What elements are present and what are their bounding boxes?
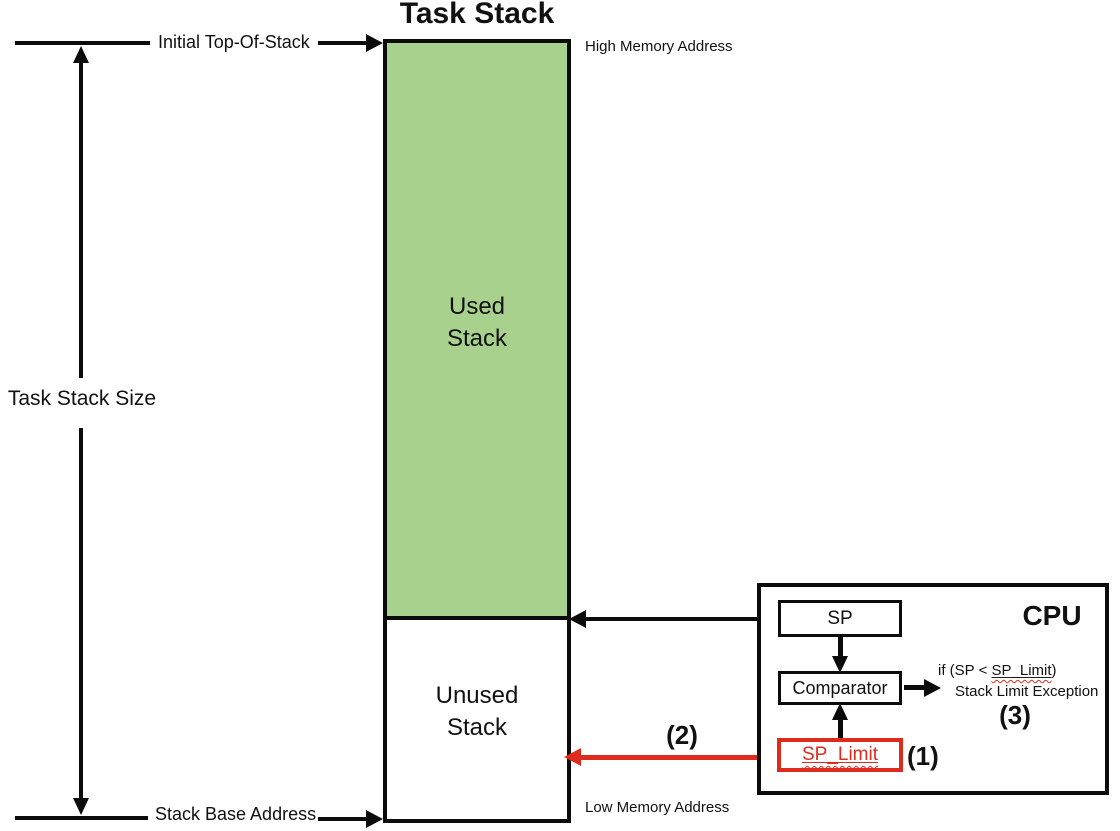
unused-stack-label: Unused Stack (435, 682, 519, 741)
sp-register-label: SP (827, 607, 853, 629)
initial-top-arrow-line (318, 41, 368, 45)
used-stack-label: Used Stack (446, 293, 508, 352)
sp-limit-register-box: SP_Limit (777, 738, 903, 772)
sp-arrow-line (584, 617, 778, 621)
size-arrowhead-down-icon (73, 798, 89, 815)
sp-to-comparator-line (838, 637, 843, 659)
initial-top-arrowhead-icon (366, 34, 383, 52)
low-memory-address-label: Low Memory Address (585, 799, 730, 816)
condition-prefix: if (SP < (938, 662, 992, 679)
used-stack-region: Used Stack (387, 43, 567, 620)
step1-label: (1) (907, 741, 939, 771)
stack-base-arrow-line (318, 817, 368, 821)
stack-base-address-label: Stack Base Address (155, 804, 317, 824)
stack-limit-exception-label: Stack Limit Exception (955, 683, 1099, 700)
size-line-lower (79, 428, 83, 800)
comparator-output-line (904, 685, 926, 690)
condition-suffix: ) (1051, 662, 1057, 679)
step3-label: (3) (999, 700, 1031, 730)
sp-limit-arrowhead-icon (564, 748, 581, 766)
task-stack-rectangle: Used Stack Unused Stack (383, 39, 571, 823)
comparator-label: Comparator (792, 677, 888, 698)
bottom-tick-line (15, 816, 148, 820)
splimit-to-comparator-line (838, 717, 843, 738)
task-stack-size-label: Task Stack Size (7, 387, 157, 410)
splimit-to-comparator-arrowhead-icon (832, 703, 848, 720)
sp-arrowhead-icon (569, 610, 586, 628)
top-tick-line (15, 41, 150, 45)
step2-label: (2) (666, 720, 698, 750)
sp-limit-arrow-line (579, 755, 777, 760)
sp-limit-register-label: SP_Limit (801, 744, 879, 765)
unused-stack-region: Unused Stack (387, 620, 567, 819)
limit-condition-text: if (SP < SP_Limit) (938, 661, 1057, 681)
stack-base-arrowhead-icon (366, 810, 383, 828)
size-line-upper (79, 60, 83, 378)
diagram-title: Task Stack (399, 0, 555, 30)
sp-to-comparator-arrowhead-icon (832, 656, 848, 673)
cpu-title: CPU (1022, 600, 1082, 631)
size-arrowhead-up-icon (73, 46, 89, 63)
initial-top-of-stack-label: Initial Top-Of-Stack (158, 32, 310, 52)
comparator-box: Comparator (778, 671, 902, 705)
condition-term: SP_Limit (991, 662, 1052, 679)
comparator-output-arrowhead-icon (924, 679, 941, 697)
sp-register-box: SP (778, 600, 902, 637)
high-memory-address-label: High Memory Address (585, 38, 733, 55)
